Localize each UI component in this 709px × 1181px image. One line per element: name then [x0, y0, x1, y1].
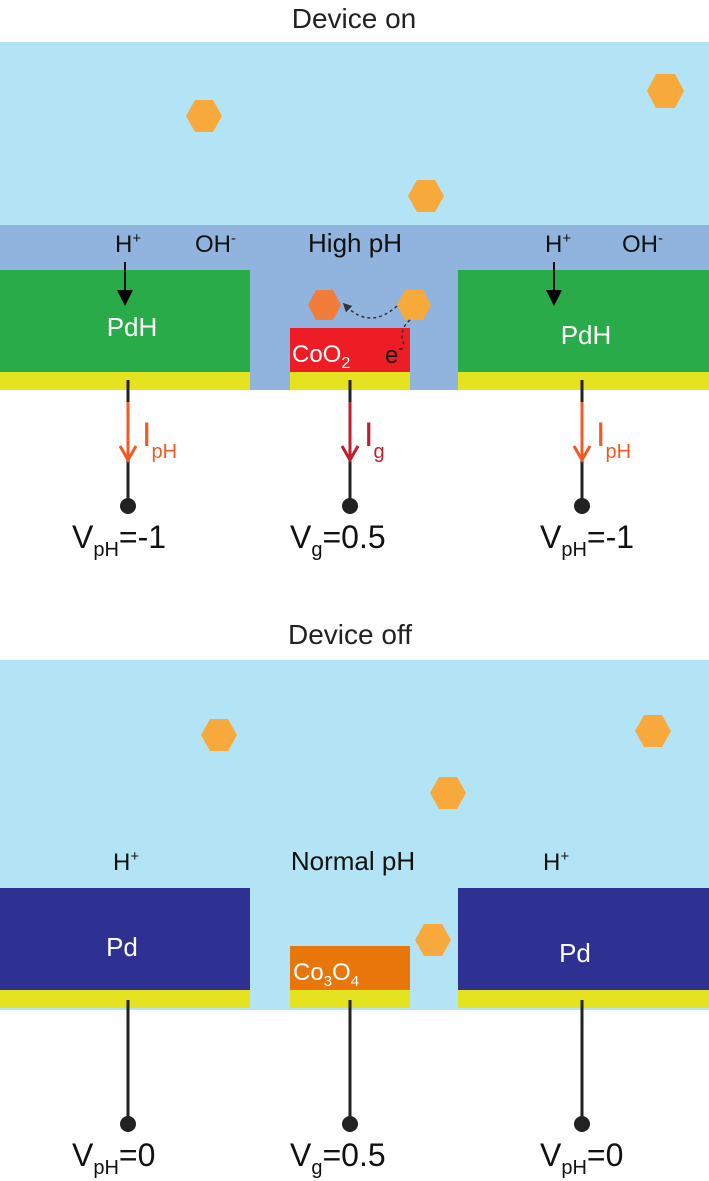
molecule-hexagon: [201, 719, 237, 751]
electron-path-arrow: [401, 319, 411, 346]
voltage-label-left-top: VpH=-1: [72, 519, 166, 561]
terminal-center-bottom: [342, 1116, 358, 1132]
current-label-right: IpH: [596, 416, 631, 463]
molecule-hexagon: [635, 715, 671, 747]
electrode-label-left-bottom: Pd: [106, 932, 138, 962]
voltage-label-right-top: VpH=-1: [540, 519, 634, 561]
current-arrow-center: [340, 402, 360, 464]
terminal-right-top: [574, 498, 590, 514]
voltage-label-center-bottom: Vg=0.5: [290, 1137, 386, 1179]
h-plus-label-left-bottom: H+: [113, 848, 139, 876]
molecule-hexagon: [415, 924, 451, 956]
current-arrow-right: [572, 402, 592, 464]
electrode-label-left: PdH: [107, 312, 158, 342]
substrate-center-bottom: [290, 990, 410, 1008]
voltage-label-right-bottom: VpH=0: [540, 1137, 623, 1179]
molecule-hexagon: [186, 100, 222, 132]
current-label-left: IpH: [142, 416, 177, 463]
h-plus-label-left: H+: [115, 230, 141, 258]
gate-material-label-bottom: Co3O4: [293, 959, 359, 990]
electron-label: e-: [385, 340, 403, 369]
voltage-label-left-bottom: VpH=0: [72, 1137, 155, 1179]
normal-ph-label: Normal pH: [291, 846, 415, 876]
gate-material-label: CoO2: [292, 341, 350, 372]
substrate-right-bottom: [458, 990, 709, 1008]
oh-minus-label-left: OH-: [195, 230, 236, 258]
terminal-right-bottom: [574, 1116, 590, 1132]
title-device-off: Device off: [288, 619, 412, 650]
substrate-left-top: [0, 372, 250, 390]
h-plus-label-right: H+: [545, 230, 571, 258]
molecule-hexagon: [408, 180, 444, 212]
terminal-left-top: [120, 498, 136, 514]
oh-minus-label-right: OH-: [622, 230, 663, 258]
molecule-hexagon: [397, 290, 431, 320]
molecule-hexagon: [430, 777, 466, 809]
high-ph-label: High pH: [308, 228, 402, 258]
h-plus-label-right-bottom: H+: [543, 848, 569, 876]
electrode-label-right-bottom: Pd: [559, 938, 591, 968]
coo2-gate: [290, 328, 410, 372]
title-device-on: Device on: [292, 3, 417, 34]
current-label-center: Ig: [364, 416, 385, 463]
pd-electrode-right: [458, 888, 709, 990]
substrate-left-bottom: [0, 990, 250, 1008]
molecule-hexagon: [647, 74, 684, 108]
terminal-center-top: [342, 498, 358, 514]
terminal-left-bottom: [120, 1116, 136, 1132]
oxidized-molecule-hexagon: [308, 290, 341, 320]
pd-electrode-left: [0, 888, 250, 990]
voltage-label-center-top: Vg=0.5: [290, 519, 386, 561]
electrode-label-right: PdH: [561, 320, 612, 350]
current-arrow-left: [118, 402, 138, 464]
pdh-electrode-right: [458, 270, 709, 372]
co3o4-gate: [290, 946, 410, 990]
